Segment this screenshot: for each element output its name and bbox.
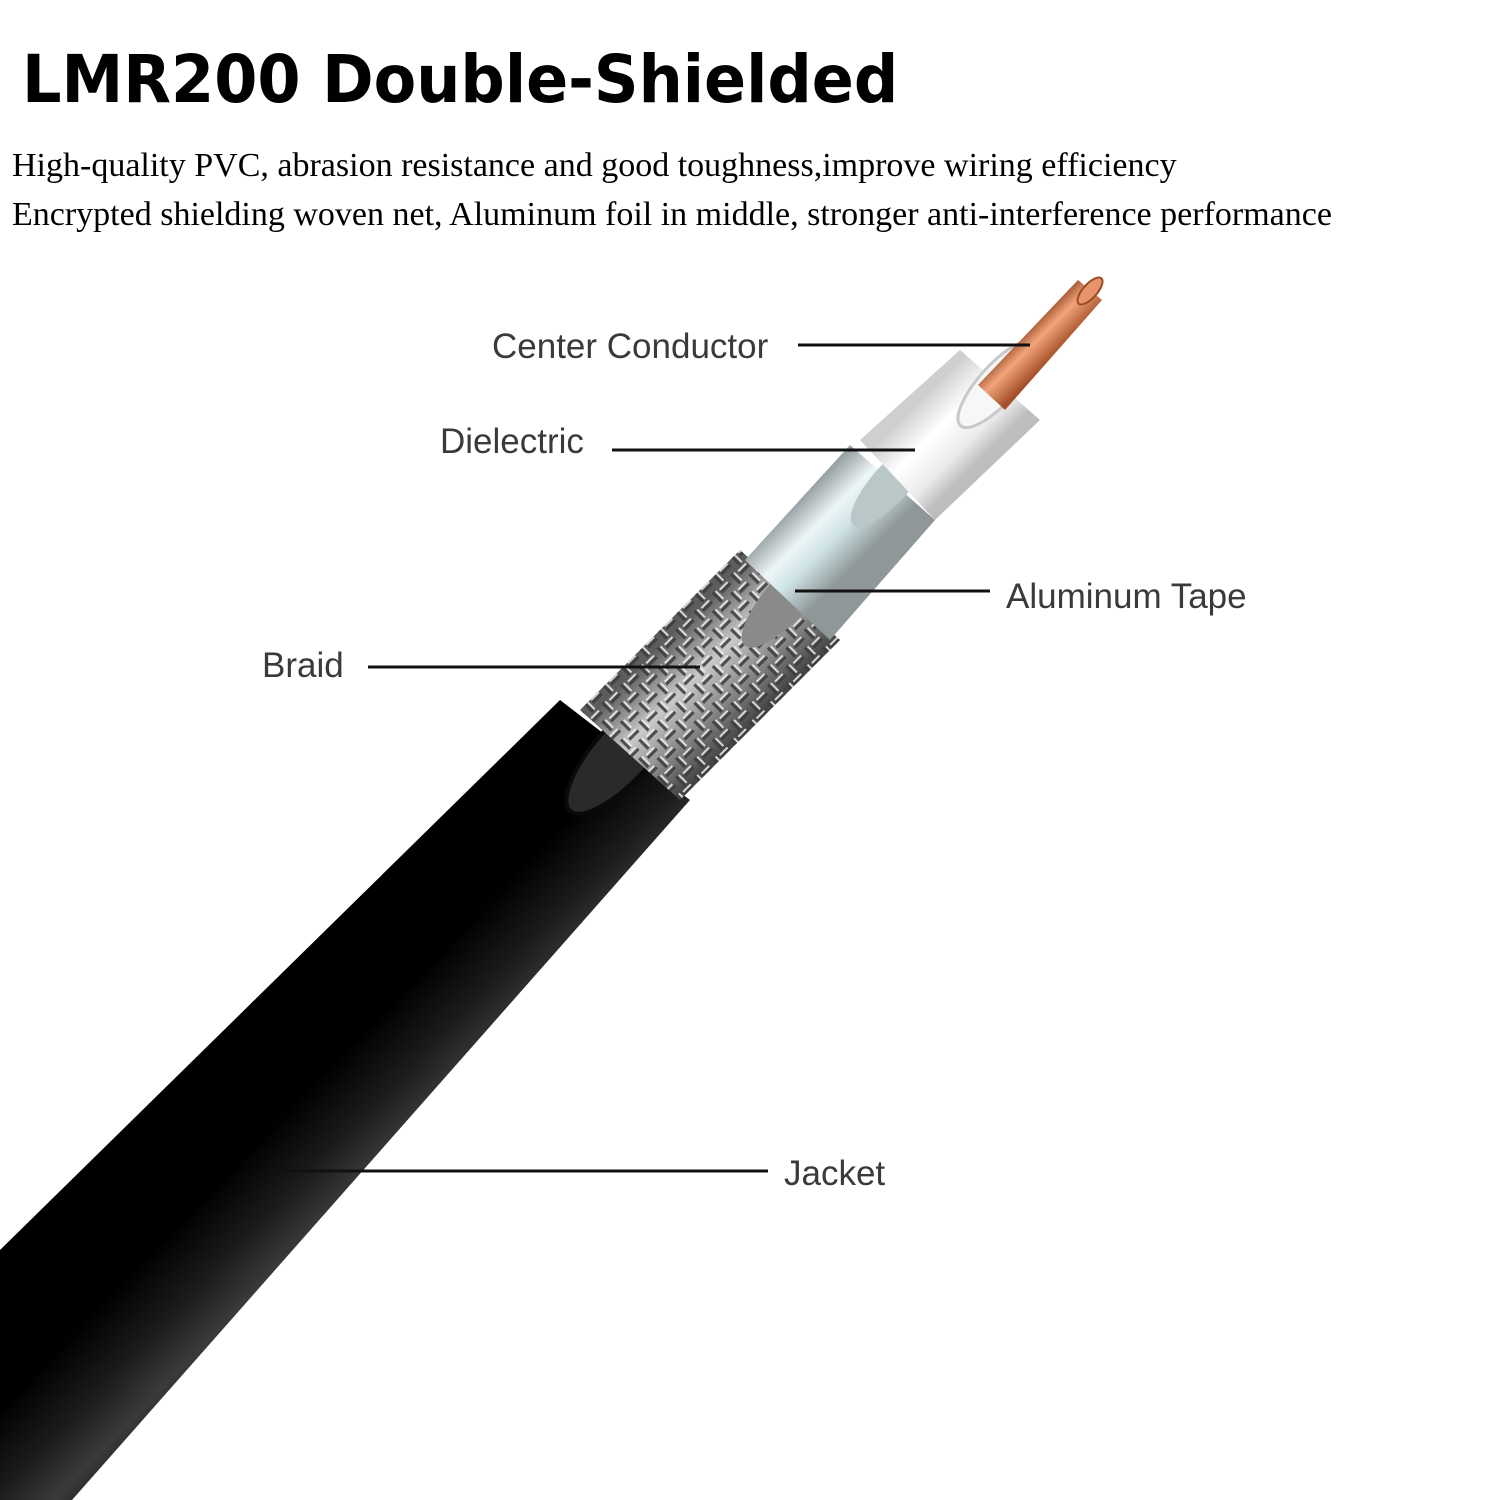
page-title: LMR200 Double-Shielded [22,41,899,118]
center-conductor-layer [978,276,1104,410]
braid-label: Braid [262,646,344,685]
aluminum-tape-label: Aluminum Tape [1006,577,1247,616]
dielectric-label: Dielectric [440,422,584,461]
description-line-2: Encrypted shielding woven net, Aluminum … [12,196,1332,233]
center-conductor-label: Center Conductor [492,327,769,366]
description-line-1: High-quality PVC, abrasion resistance an… [12,147,1177,184]
jacket-label: Jacket [784,1154,885,1193]
jacket-layer [0,684,690,1500]
